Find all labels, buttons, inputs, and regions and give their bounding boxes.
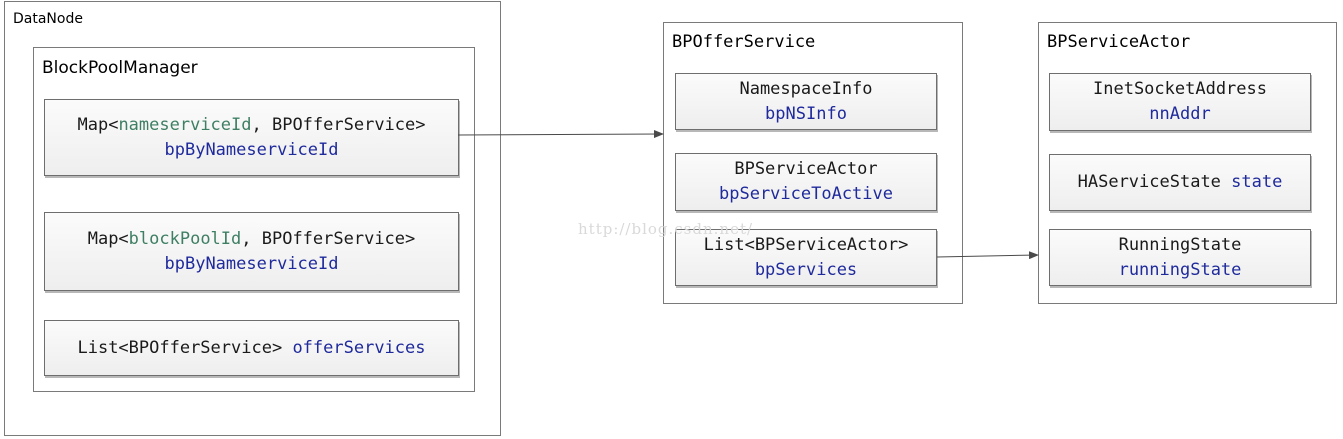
field-variable-name: bpByNameserviceId (164, 139, 339, 160)
block-pool-manager-title: BlockPoolManager (42, 58, 198, 78)
field-variable-name: bpNSInfo (765, 103, 847, 124)
field-type: List<BPOfferService> (77, 337, 283, 358)
field-generic-param: nameserviceId (118, 114, 252, 135)
field-type-line: Map<blockPoolId, BPOfferService> (88, 227, 416, 252)
field-map-nameservice-id: Map<nameserviceId, BPOfferService> bpByN… (44, 99, 459, 176)
field-variable-name: bpServices (754, 259, 858, 280)
field-bp-services: List<BPServiceActor> bpServices (675, 229, 937, 286)
field-variable-name: state (1231, 172, 1283, 192)
field-type-prefix: Map< (77, 114, 119, 135)
field-ha-service-state: HAServiceState state (1049, 154, 1311, 211)
field-type-line: HAServiceState state (1078, 170, 1283, 195)
arrow-bp-by-nameservice-id-to-bp-offer-service (457, 130, 664, 139)
bp-service-actor-panel: BPServiceActor InetSocketAddress nnAddr … (1038, 22, 1337, 304)
field-type: List<BPServiceActor> (703, 234, 909, 255)
field-list-offer-services: List<BPOfferService> offerServices (44, 320, 459, 376)
field-inet-socket-address: InetSocketAddress nnAddr (1049, 73, 1311, 131)
field-variable-name: runningState (1118, 259, 1242, 280)
field-type: BPServiceActor (734, 159, 878, 179)
field-variable-name: bpByNameserviceId (164, 253, 339, 274)
field-type-prefix: Map< (87, 228, 129, 249)
watermark-text: http://blog.csdn.net/ (578, 220, 754, 238)
field-variable-name: offerServices (292, 337, 426, 358)
field-map-block-pool-id: Map<blockPoolId, BPOfferService> bpByNam… (44, 212, 459, 291)
bp-offer-service-panel: BPOfferService NamespaceInfo bpNSInfo BP… (663, 22, 963, 304)
field-variable-name: nnAddr (1149, 104, 1211, 124)
bp-service-actor-title: BPServiceActor (1047, 32, 1191, 52)
field-type: InetSocketAddress (1093, 79, 1267, 99)
arrow-bp-services-to-bp-service-actor (936, 251, 1039, 260)
field-generic-param: blockPoolId (128, 228, 242, 249)
field-type-suffix: , BPOfferService> (241, 228, 416, 249)
field-type: NamespaceInfo (739, 78, 873, 99)
field-namespace-info: NamespaceInfo bpNSInfo (675, 73, 937, 130)
block-pool-manager-panel: BlockPoolManager Map<nameserviceId, BPOf… (33, 47, 475, 392)
datanode-title: DataNode (13, 11, 83, 27)
field-variable-name: bpServiceToActive (719, 184, 893, 204)
datanode-container: DataNode BlockPoolManager Map<nameservic… (4, 1, 501, 436)
field-type-line: List<BPOfferService> offerServices (77, 336, 425, 361)
field-type: HAServiceState (1077, 172, 1221, 192)
field-type-suffix: , BPOfferService> (251, 114, 426, 135)
field-type-line: Map<nameserviceId, BPOfferService> (77, 113, 425, 138)
field-bp-service-to-active: BPServiceActor bpServiceToActive (675, 153, 937, 211)
bp-offer-service-title: BPOfferService (672, 32, 816, 52)
field-running-state: RunningState runningState (1049, 229, 1311, 286)
field-type: RunningState (1118, 234, 1242, 255)
